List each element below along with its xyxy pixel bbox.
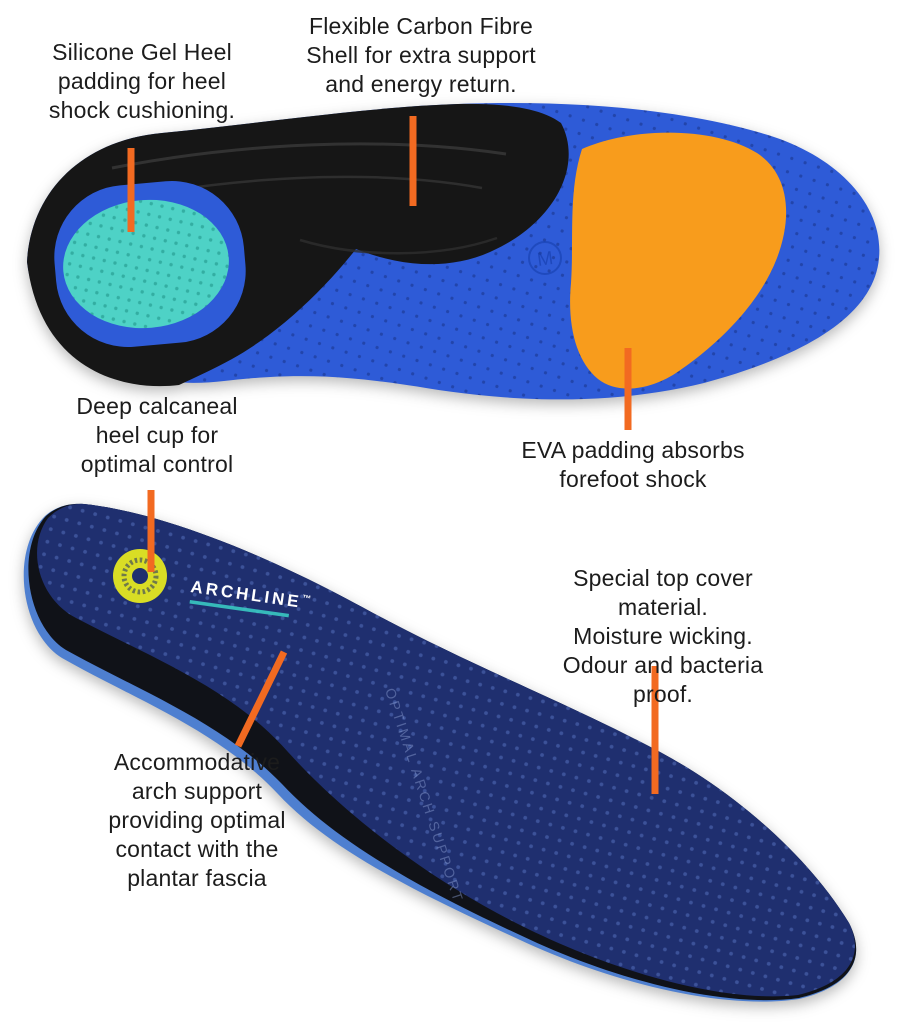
annotation-carbon-shell: Flexible Carbon Fibre Shell for extra su… [306, 13, 536, 97]
insole-bottom-view: M [27, 103, 880, 400]
shell-ridge-line [299, 236, 498, 255]
annotation-arch-support: Accommodative arch support providing opt… [108, 749, 286, 891]
annotation-heel-cup: Deep calcaneal heel cup for optimal cont… [76, 393, 238, 477]
insole-top-view: ARCHLINE™ OPTIMAL ARCH SUPPORT [23, 503, 857, 1002]
shell-ridge-line [111, 142, 507, 170]
heel-logo-ring [121, 557, 159, 595]
gel-pad-texture [63, 199, 229, 329]
leader-arch-support [234, 650, 288, 748]
eva-forefoot-pad [570, 132, 787, 389]
annotation-eva-padding: EVA padding absorbs forefoot shock [521, 437, 745, 492]
brand-tagline-bar [189, 600, 290, 618]
heel-logo-center [132, 568, 148, 584]
annotation-silicone-gel: Silicone Gel Heel padding for heel shock… [48, 39, 236, 123]
size-marker-letter: M [536, 248, 555, 271]
size-marker-circle [528, 241, 562, 275]
leader-lines [127, 116, 659, 794]
annotation-top-cover: Special top cover material. Moisture wic… [562, 565, 764, 707]
